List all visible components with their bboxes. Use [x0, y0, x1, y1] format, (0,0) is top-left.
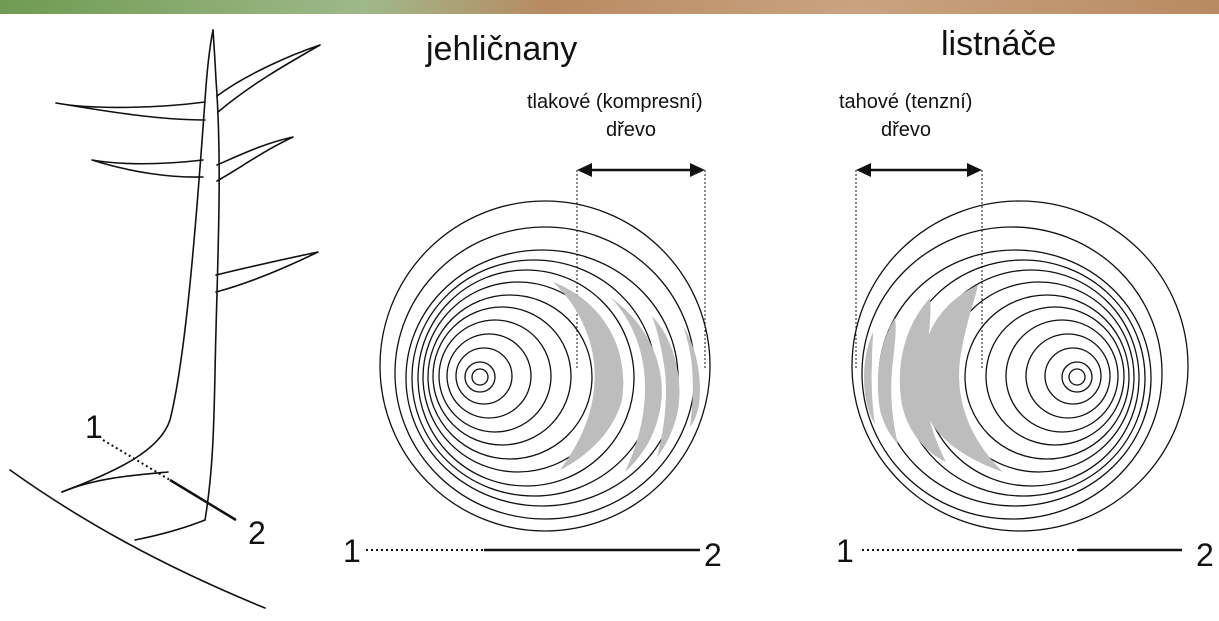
compression-wood-bands [553, 282, 700, 472]
tension-band-4 [864, 332, 875, 424]
branch-middle-left [92, 160, 203, 177]
conifer-ring-1 [472, 369, 488, 385]
conifer-ring-6 [433, 307, 571, 445]
tension-band-3 [878, 318, 898, 444]
branch-upper [56, 102, 205, 120]
tree-section-solid [170, 480, 236, 520]
tree-marker-1: 1 [85, 409, 103, 445]
conifer-ring-7 [428, 295, 592, 459]
tension-label-line2: dřevo [881, 119, 931, 141]
deciduous-marker-2: 2 [1196, 537, 1214, 573]
title-deciduous: listnáče [941, 25, 1056, 63]
tension-wood-bands [864, 285, 1003, 472]
conifer-marker-1: 1 [343, 533, 361, 569]
leaning-tree-sketch [10, 30, 320, 608]
compression-label-line1: tlakové (kompresní) [527, 91, 703, 113]
conifer-marker-2: 2 [704, 537, 722, 573]
branch-upper-right [217, 45, 320, 112]
deciduous-ring-6 [986, 307, 1124, 445]
branch-middle-right [217, 137, 293, 181]
conifer-growth-rings [380, 201, 710, 531]
compression-label-line2: dřevo [606, 119, 656, 141]
root-line [62, 472, 168, 492]
tree-marker-2: 2 [248, 515, 266, 551]
deciduous-ring-7 [965, 295, 1129, 459]
tree-section-dotted [103, 440, 170, 480]
deciduous-marker-1: 1 [836, 533, 854, 569]
root-line-right [135, 520, 205, 540]
deciduous-ring-4 [1026, 334, 1110, 418]
title-conifers: jehličnany [425, 30, 577, 68]
deciduous-ring-2 [1062, 362, 1092, 392]
conifer-ring-4 [447, 334, 531, 418]
tension-label-line1: tahové (tenzní) [839, 91, 972, 113]
conifer-ring-2 [465, 362, 495, 392]
branch-lower-right [216, 252, 318, 292]
deciduous-ring-1 [1069, 369, 1085, 385]
